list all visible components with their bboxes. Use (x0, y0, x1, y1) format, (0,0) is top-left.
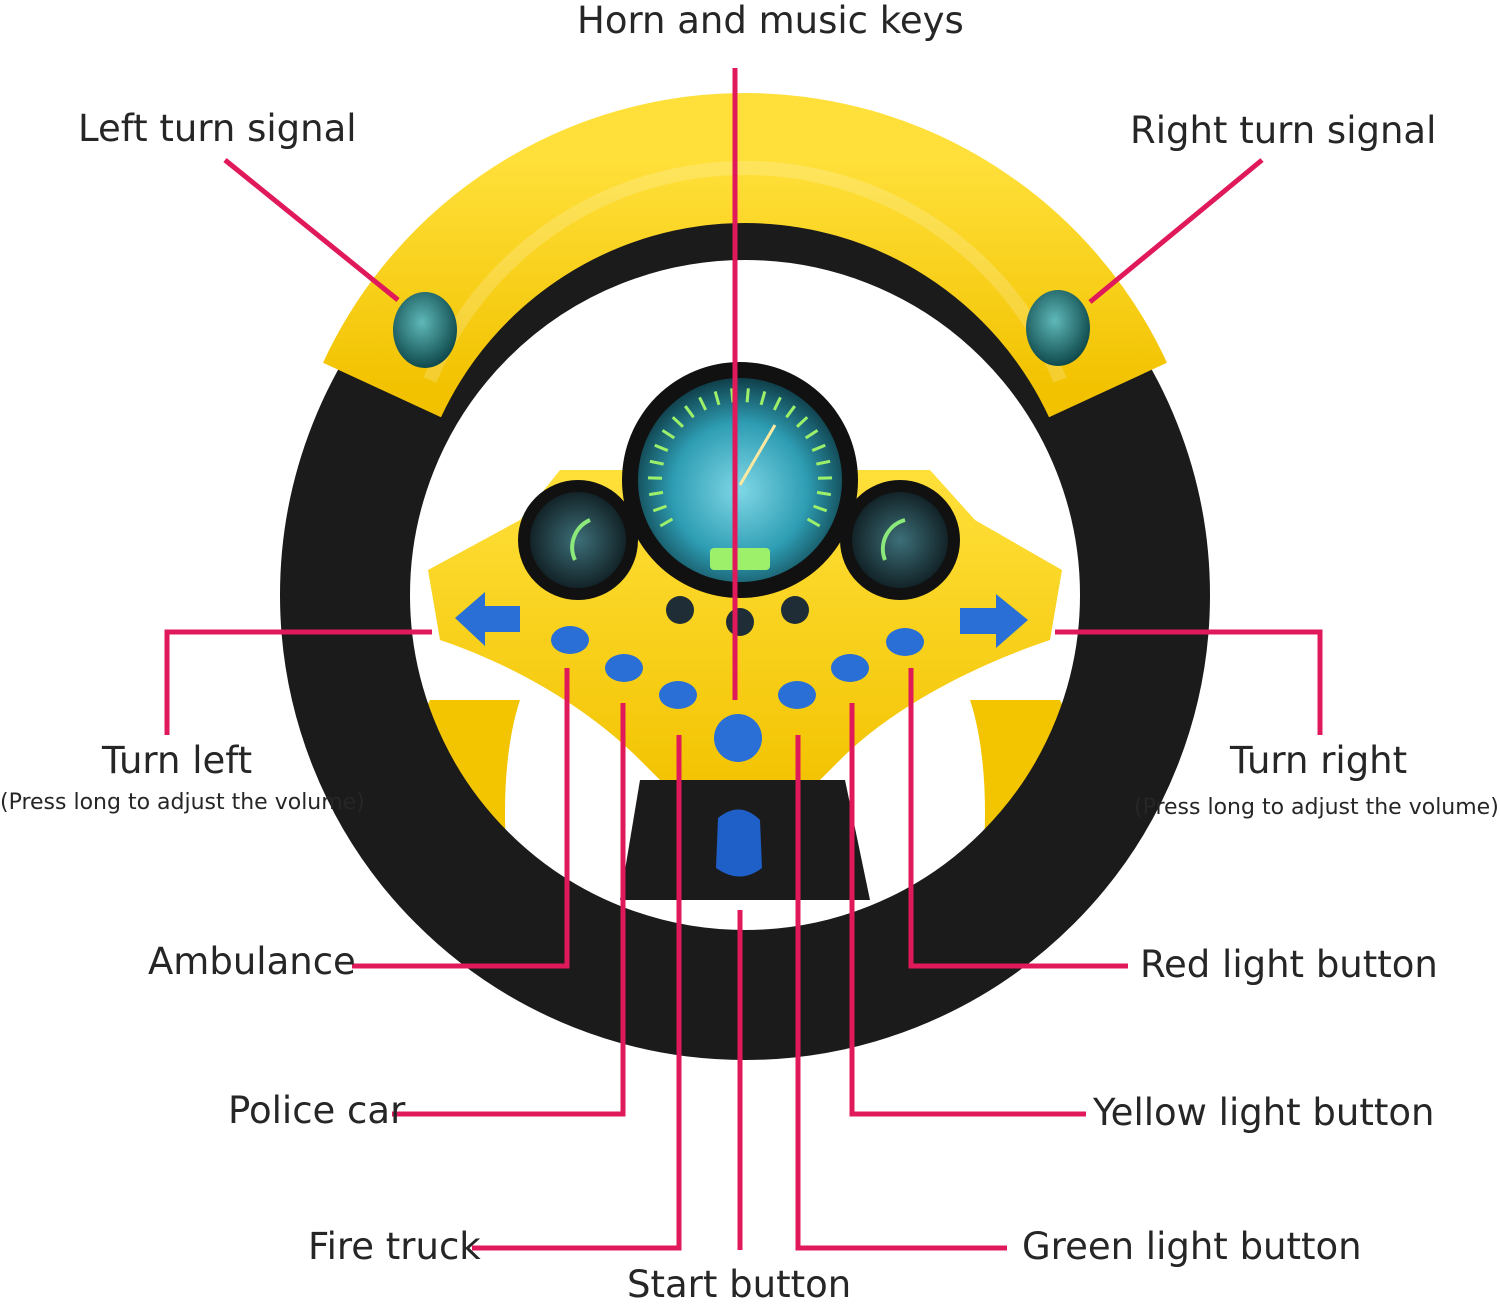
right-signal-label: Right turn signal (1130, 112, 1436, 149)
indicator-light-3 (781, 596, 809, 624)
ambulance-label: Ambulance (148, 943, 356, 980)
left-gauge-icon (530, 492, 626, 588)
indicator-light-1 (666, 596, 694, 624)
turn-left-label: Turn left (102, 742, 252, 779)
left-signal-light-icon (393, 292, 457, 368)
ambulance-button[interactable] (551, 626, 589, 654)
yellow-light-button[interactable] (831, 654, 869, 682)
indicator-light-2 (726, 608, 754, 636)
fire-truck-button[interactable] (659, 681, 697, 709)
left-signal-label: Left turn signal (78, 110, 357, 147)
police-car-button[interactable] (605, 654, 643, 682)
green-light-button[interactable] (778, 681, 816, 709)
right-gauge-icon (852, 492, 948, 588)
display-panel (710, 548, 770, 570)
green-light-label: Green light button (1022, 1228, 1362, 1265)
police-car-label: Police car (228, 1092, 405, 1129)
start-button-label: Start button (627, 1266, 851, 1303)
red-light-label: Red light button (1140, 946, 1438, 983)
fire-truck-label: Fire truck (308, 1228, 481, 1265)
horn-label: Horn and music keys (577, 2, 964, 39)
turn-left-note: (Press long to adjust the volume) (0, 792, 365, 814)
right-signal-light-icon (1026, 290, 1090, 366)
speedometer-tick (747, 388, 748, 402)
start-key-button[interactable] (716, 809, 762, 876)
turn-right-note: (Press long to adjust the volume) (1134, 797, 1499, 819)
horn-button[interactable] (714, 714, 762, 762)
red-light-button[interactable] (886, 628, 924, 656)
yellow-light-label: Yellow light button (1093, 1094, 1434, 1131)
turn-right-label: Turn right (1230, 742, 1407, 779)
